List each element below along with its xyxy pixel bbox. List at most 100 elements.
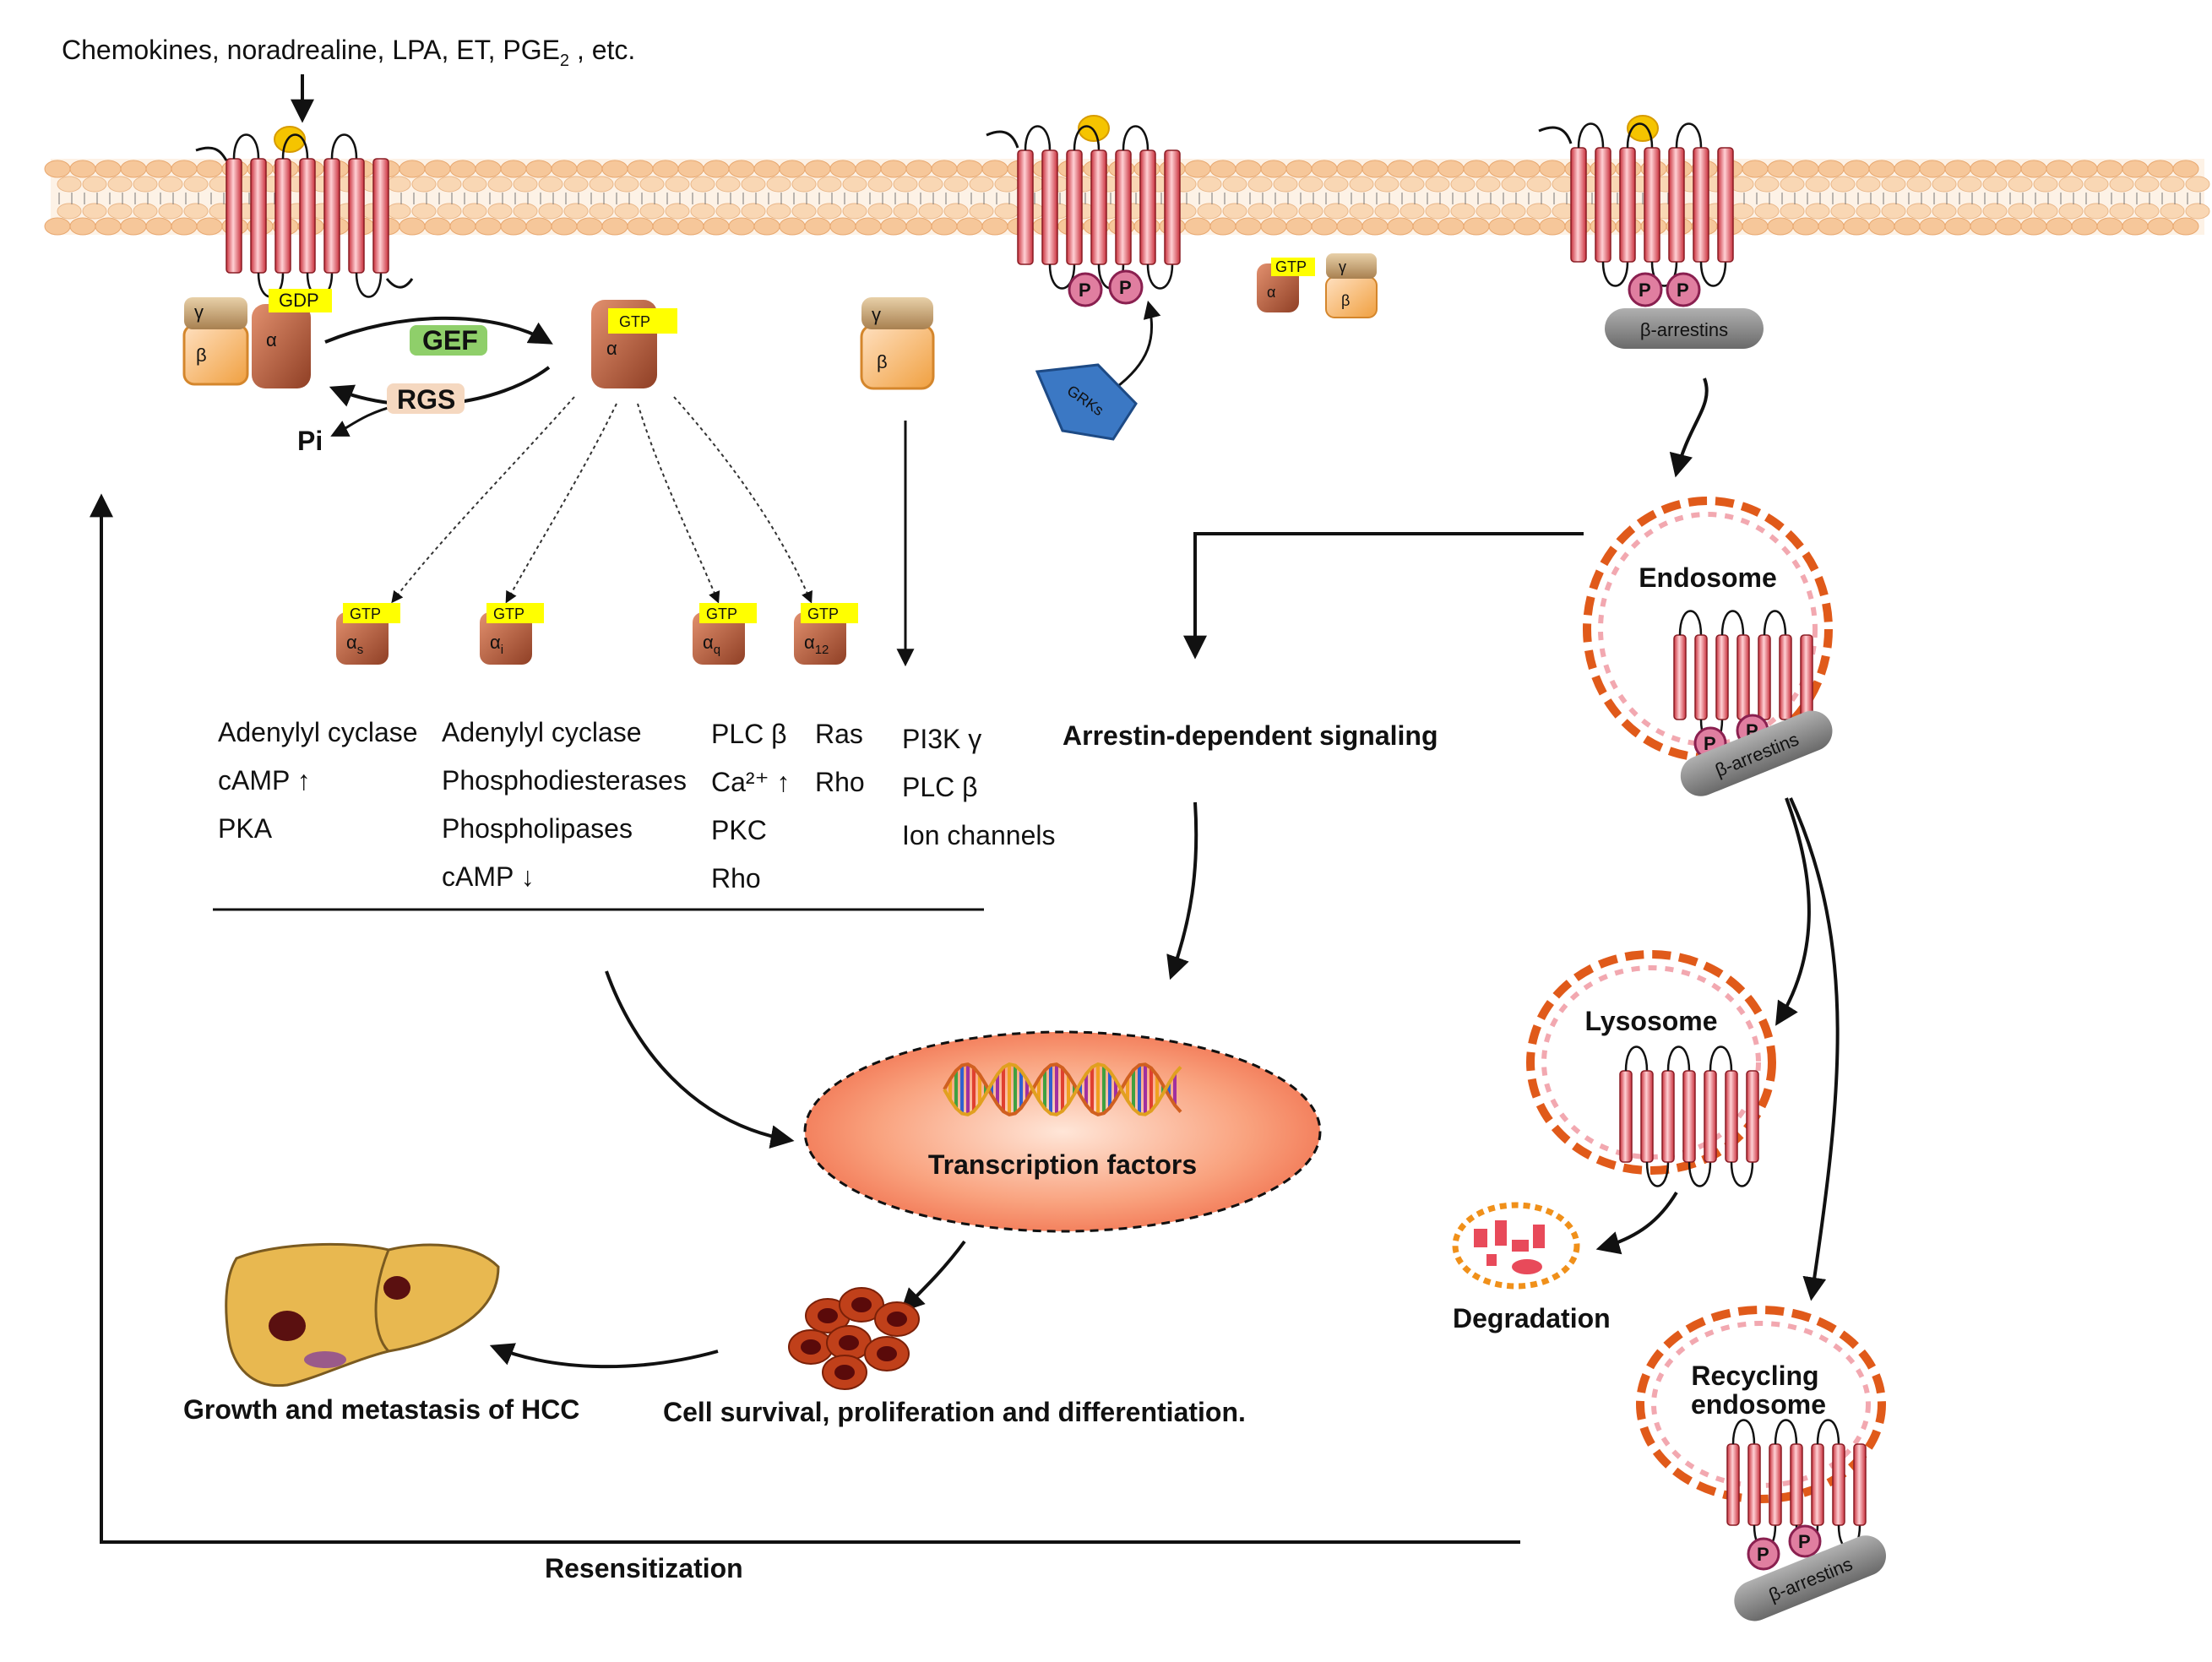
dna-helix-icon [943,1062,1182,1117]
helix [1726,1443,1740,1526]
helix [250,158,267,274]
helix [1041,149,1058,265]
helix [1811,1443,1824,1526]
transcription-label: Transcription factors [928,1149,1197,1180]
endosome-to-lysosome-arrow [1775,797,1811,1026]
g-protein-trimer: GDP γ β α [182,289,332,388]
dotted-arrow-a12 [673,396,813,604]
helix [372,158,389,274]
helix [1090,149,1107,265]
beta-label: β [196,345,207,366]
helix [1139,149,1156,265]
effector-item: cAMP ↓ [442,861,535,892]
effector-item: PI3K γ [902,724,981,754]
helix [1668,147,1685,263]
helix [1779,634,1792,720]
beta-label: β [1341,292,1350,309]
helix [1693,147,1709,263]
g-beta-gamma-dimer: γ β [860,297,935,390]
dotted-arrow-aq [637,403,720,604]
helix [1746,1070,1759,1163]
recycling-endosome: Recycling endosome [1636,1306,1886,1551]
gtp-label: GTP [619,313,650,330]
p-label: P [1704,733,1716,754]
dissociated-g-protein: GTP α γ β [1257,253,1378,318]
helix [1661,1070,1675,1163]
helix [1644,147,1660,263]
beta-label: β [877,351,888,372]
endosome-label: Endosome [1639,562,1777,593]
p-label: P [1798,1531,1811,1552]
gamma-label: γ [194,301,204,323]
hcc-label: Growth and metastasis of HCC [183,1394,579,1425]
alpha-label: α [266,329,277,350]
phospho-p2 [1108,269,1144,305]
g-beta-subunit [182,323,249,386]
helix [1717,147,1734,263]
helix [1682,1070,1696,1163]
helix [1694,634,1708,720]
helix [1800,634,1813,720]
p-label: P [1119,277,1132,298]
gamma-label: γ [1339,258,1346,275]
gtp-label: GTP [1275,258,1307,275]
helix [1115,149,1132,265]
degradation-icon [1452,1202,1580,1290]
helix [323,158,340,274]
helix [348,158,365,274]
effector-item: Rho [815,767,865,797]
alpha-label: α [1267,284,1275,301]
helix [1164,149,1181,265]
phospho-p2 [1666,272,1701,307]
helix [1832,1443,1845,1526]
beta-arrestin-badge [1605,308,1764,349]
cells-to-liver-arrow [489,1343,719,1369]
arrestin-signaling-label: Arrestin-dependent signaling [1063,720,1438,751]
helix [1017,149,1034,265]
helix [1066,149,1083,265]
effector-item: PLC β [711,719,787,749]
phospho-p1 [1068,272,1103,307]
effector-item: cAMP ↑ [218,765,311,796]
grk-kinase: GRKs [1035,363,1138,441]
effector-to-tf-arrow [605,970,795,1149]
effector-item: PLC β [902,772,978,802]
rgs-badge [387,383,465,414]
p-label: P [1079,280,1091,301]
gpcr-receptor-1 [195,126,414,298]
g-alpha-subunit [252,304,311,388]
recycling-label-1: Recycling [1691,1361,1818,1391]
liver-icon [225,1242,500,1388]
helix [1640,1070,1654,1163]
pi-label: Pi [297,426,323,456]
effector-item: Ras [815,719,863,749]
helix [299,158,316,274]
helix [1725,1070,1738,1163]
gtp-label: GTP [493,606,524,622]
gdp-badge [269,289,332,312]
dotted-arrow-ai [505,403,617,604]
gdp-label: GDP [279,290,319,311]
transcription-factors: Transcription factors [803,1030,1322,1233]
ligand-label: Chemokines, noradrealine, LPA, ET, PGE2 … [62,35,635,70]
alpha-subtype-label: αi [490,632,503,657]
helix [1758,634,1771,720]
ligand-icon [274,126,306,153]
gef-label: GEF [422,325,478,356]
helix [1570,147,1587,263]
p-label: P [1757,1544,1769,1565]
effector-item: Phosphodiesterases [442,765,687,796]
helix [1769,1443,1782,1526]
dotted-arrow-as [391,396,575,604]
cells-icon [788,1287,920,1390]
cell-survival-label: Cell survival, proliferation and differe… [663,1397,1246,1427]
helix [226,158,242,274]
helix [1736,634,1750,720]
ligand-icon [1078,115,1110,142]
degradation-label: Degradation [1453,1303,1611,1333]
rgs-label: RGS [397,384,455,415]
